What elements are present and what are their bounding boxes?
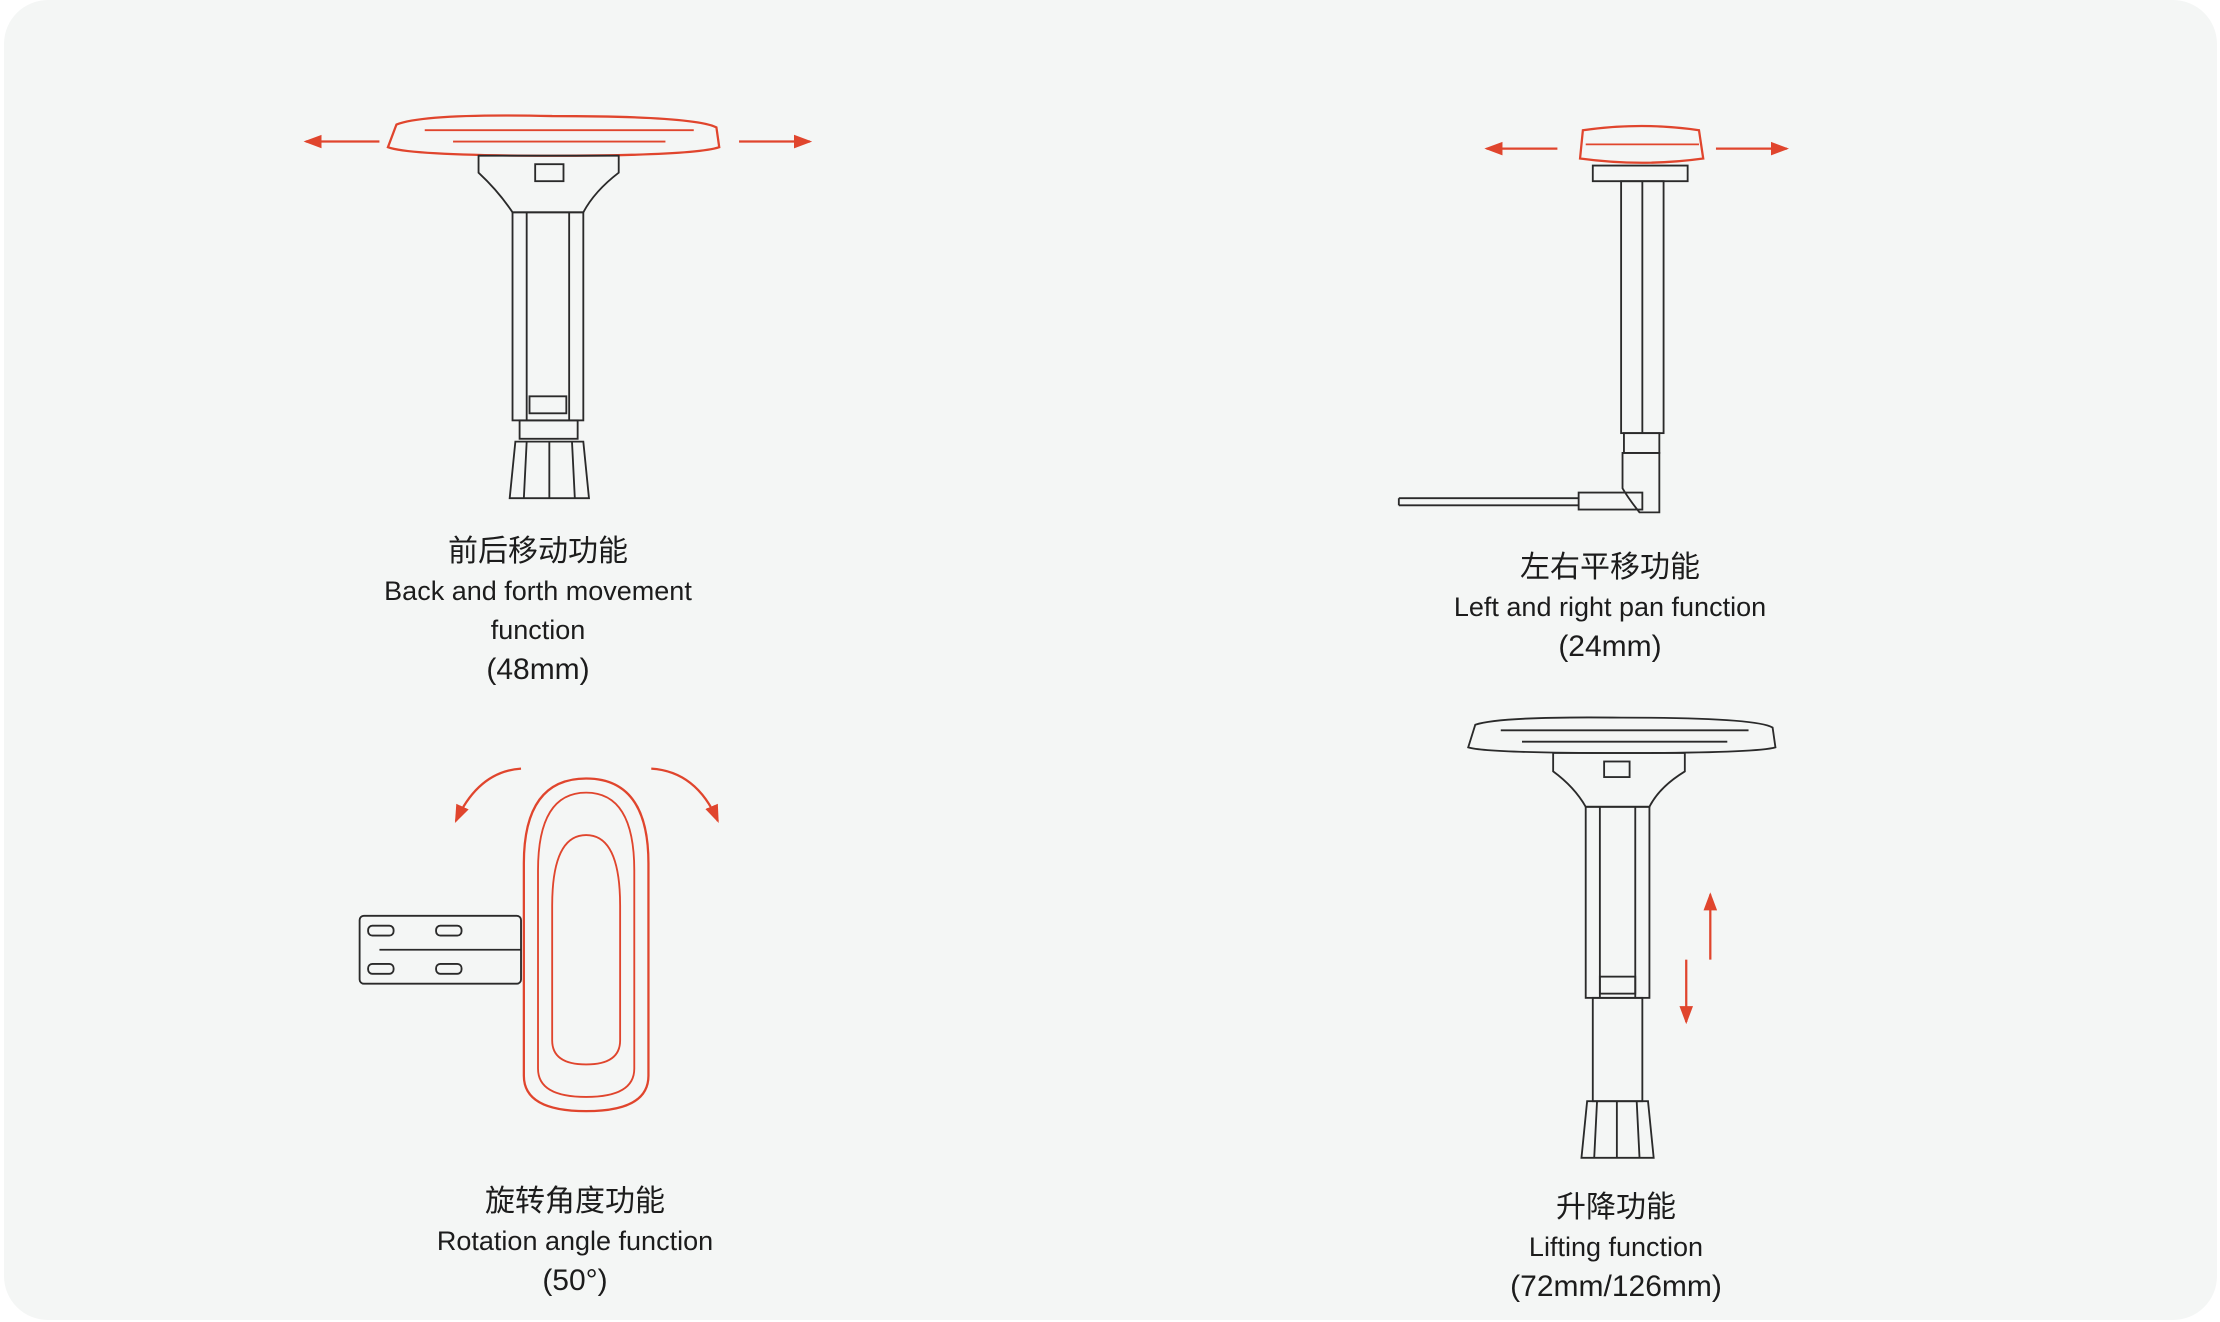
rotate-arrow-right (651, 767, 719, 824)
caption-left-right: 左右平移功能 Left and right pan function (24mm… (1454, 548, 1766, 667)
caption-value: (50°) (542, 1264, 608, 1297)
armrest-pad (1578, 124, 1705, 164)
caption-value: (24mm) (1558, 630, 1662, 663)
caption-title-cn: 升降功能 (1555, 1190, 1676, 1225)
caption-title-cn: 前后移动功能 (448, 534, 628, 569)
background-panel (4, 0, 2217, 1320)
armrest-left-right-diagram (1397, 124, 1790, 514)
rotate-arrow-left (454, 767, 522, 824)
armrest-front-back-diagram (303, 114, 813, 500)
caption-title-en: Rotation angle function (436, 1226, 714, 1256)
armrest-knob (508, 440, 590, 500)
armrest-knob (1621, 452, 1661, 514)
armrest-column (1584, 805, 1651, 999)
armrest-pad (1467, 716, 1777, 754)
caption-title-en: Left and right pan function (1453, 592, 1767, 622)
caption-title-en: Back and forth movement (384, 576, 692, 606)
armrest-base-plate (1577, 491, 1644, 511)
armrest-column (511, 211, 585, 422)
caption-title-cn: 左右平移功能 (1519, 550, 1700, 585)
caption-title-en: Lifting function (1528, 1232, 1704, 1262)
caption-lifting: 升降功能 Lifting function (72mm/126mm) (1510, 1188, 1722, 1307)
caption-back-forth: 前后移动功能 Back and forth movement function … (384, 532, 692, 690)
armrest-lifting-diagram (1467, 716, 1777, 1159)
armrest-knob (1580, 1100, 1655, 1159)
armrest-pad (386, 114, 721, 157)
caption-value: (48mm) (486, 653, 590, 686)
caption-title-en-2: function (490, 615, 586, 645)
armrest-rotation-diagram (358, 767, 719, 1113)
armrest-pad (522, 777, 650, 1113)
caption-rotation: 旋转角度功能 Rotation angle function (50°) (437, 1182, 713, 1301)
caption-value: (72mm/126mm) (1510, 1270, 1722, 1303)
caption-title-cn: 旋转角度功能 (484, 1184, 665, 1219)
